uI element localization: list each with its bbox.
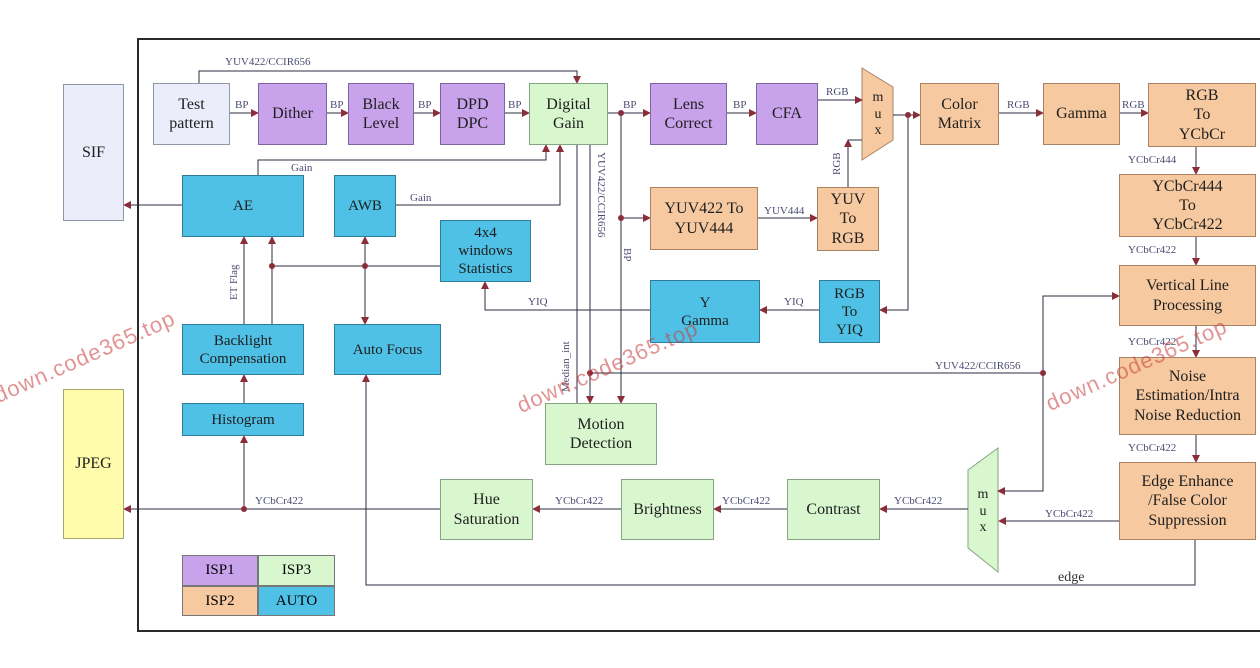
label-rgb-3: RGB bbox=[1122, 99, 1145, 111]
legend-isp2: ISP2 bbox=[182, 586, 258, 616]
rgb-to-ycbcr-block: RGB To YCbCr bbox=[1148, 83, 1256, 147]
label-bp-6: BP bbox=[733, 99, 747, 111]
legend-isp1: ISP1 bbox=[182, 555, 258, 586]
label-yuv422-ccir656-vertical: YUV422/CCIR656 bbox=[595, 152, 607, 238]
awb-block: AWB bbox=[334, 175, 396, 237]
stats-block: 4x4 windows Statistics bbox=[440, 220, 531, 282]
label-bp-vertical: BP bbox=[621, 248, 633, 262]
yuv422-to-yuv444-block: YUV422 To YUV444 bbox=[650, 187, 758, 250]
test-pattern-block: Test pattern bbox=[153, 83, 230, 145]
label-gain-ae: Gain bbox=[291, 162, 313, 174]
label-bp-5: BP bbox=[623, 99, 637, 111]
vertical-line-block: Vertical Line Processing bbox=[1119, 265, 1256, 326]
label-bp-4: BP bbox=[508, 99, 522, 111]
label-edge: edge bbox=[1058, 570, 1085, 585]
noise-reduction-block: Noise Estimation/Intra Noise Reduction bbox=[1119, 357, 1256, 435]
jpeg-block: JPEG bbox=[63, 389, 124, 539]
mux-top-shape bbox=[861, 67, 894, 161]
mux-bottom-label: m u x bbox=[977, 486, 989, 536]
ae-block: AE bbox=[182, 175, 304, 237]
legend-auto: AUTO bbox=[258, 586, 335, 616]
lens-correct-block: Lens Correct bbox=[650, 83, 727, 145]
label-ycbcr422-3: YCbCr422 bbox=[1128, 442, 1177, 454]
rgb-to-yiq-block: RGB To YIQ bbox=[819, 280, 880, 343]
label-bp-2: BP bbox=[330, 99, 344, 111]
brightness-block: Brightness bbox=[621, 479, 714, 540]
dither-block: Dither bbox=[258, 83, 327, 145]
hue-saturation-block: Hue Saturation bbox=[440, 479, 533, 540]
black-level-block: Black Level bbox=[348, 83, 414, 145]
label-ycbcr422-7: YCbCr422 bbox=[555, 495, 604, 507]
label-bp-3: BP bbox=[418, 99, 432, 111]
outer-frame bbox=[137, 38, 1260, 632]
backlight-block: Backlight Compensation bbox=[182, 324, 304, 375]
label-rgb-2: RGB bbox=[1007, 99, 1030, 111]
dpd-dpc-block: DPD DPC bbox=[440, 83, 505, 145]
label-yiq-2: YIQ bbox=[528, 296, 548, 308]
color-matrix-block: Color Matrix bbox=[920, 83, 999, 145]
label-rgb-1: RGB bbox=[826, 86, 849, 98]
auto-focus-block: Auto Focus bbox=[334, 324, 441, 375]
label-yuv422-ccir656-right: YUV422/CCIR656 bbox=[935, 360, 1021, 372]
label-yuv422-ccir656-top: YUV422/CCIR656 bbox=[225, 56, 311, 68]
label-ycbcr422-5: YCbCr422 bbox=[894, 495, 943, 507]
motion-detection-block: Motion Detection bbox=[545, 403, 657, 465]
label-rgb-vertical: RGB bbox=[831, 152, 843, 175]
cfa-block: CFA bbox=[756, 83, 818, 145]
gamma-block: Gamma bbox=[1043, 83, 1120, 145]
label-bp-1: BP bbox=[235, 99, 249, 111]
label-ycbcr444: YCbCr444 bbox=[1128, 154, 1177, 166]
mux-bottom-shape bbox=[967, 447, 999, 574]
edge-enhance-block: Edge Enhance /False Color Suppression bbox=[1119, 462, 1256, 540]
label-ycbcr422-8: YCbCr422 bbox=[255, 495, 304, 507]
mux-top-label: m u x bbox=[872, 89, 884, 139]
histogram-block: Histogram bbox=[182, 403, 304, 436]
label-ycbcr422-1: YCbCr422 bbox=[1128, 244, 1177, 256]
ycbcr444-to-422-block: YCbCr444 To YCbCr422 bbox=[1119, 174, 1256, 237]
label-ycbcr422-2: YCbCr422 bbox=[1128, 336, 1177, 348]
digital-gain-block: Digital Gain bbox=[529, 83, 608, 145]
yuv-to-rgb-block: YUV To RGB bbox=[817, 187, 879, 251]
label-yuv444: YUV444 bbox=[764, 205, 805, 217]
y-gamma-block: Y Gamma bbox=[650, 280, 760, 343]
legend-isp3: ISP3 bbox=[258, 555, 335, 586]
sif-block: SIF bbox=[63, 84, 124, 221]
label-gain-awb: Gain bbox=[410, 192, 432, 204]
label-ycbcr422-4: YCbCr422 bbox=[1045, 508, 1094, 520]
label-et-flag: ET Flag bbox=[228, 264, 240, 300]
label-yiq-1: YIQ bbox=[784, 296, 804, 308]
label-ycbcr422-6: YCbCr422 bbox=[722, 495, 771, 507]
contrast-block: Contrast bbox=[787, 479, 880, 540]
